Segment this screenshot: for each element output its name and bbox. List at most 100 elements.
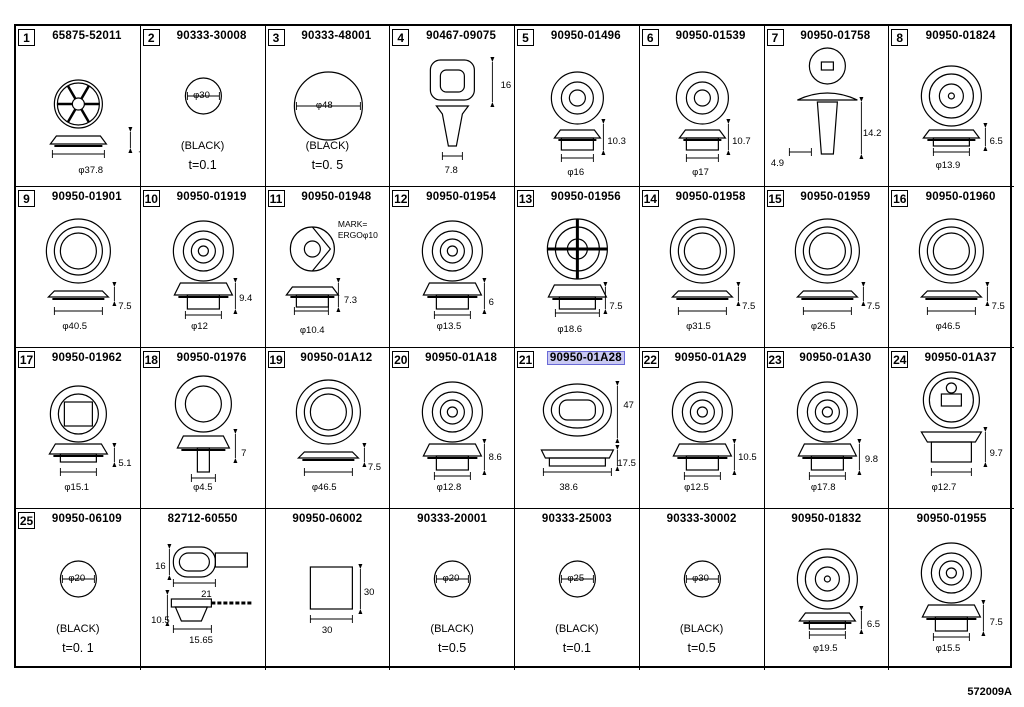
part-number-label: 90950-01901 — [34, 191, 140, 203]
item-number-badge: 22 — [641, 351, 659, 368]
item-number-badge: 8 — [891, 29, 909, 46]
dimension-label: 6.5 — [989, 136, 1003, 147]
part-drawing — [921, 542, 986, 641]
thickness-note: t=0.5 — [438, 641, 467, 655]
part-number-label: 90950-01919 — [159, 191, 265, 203]
item-number-badge: 7 — [766, 29, 784, 46]
dimension-label: φ37.8 — [78, 165, 104, 176]
dimension-label: 9.4 — [239, 293, 253, 304]
part-number[interactable]: 90950-01A28 — [546, 351, 625, 365]
dimension-label: 7.5 — [989, 617, 1003, 628]
part-drawing — [295, 379, 366, 476]
dimension-label: φ19.5 — [812, 643, 838, 654]
dimension-label: 16 — [500, 80, 512, 91]
item-number-badge: 15 — [766, 190, 784, 207]
dimension-label: 7 — [241, 448, 247, 459]
dimension-label: 8.6 — [488, 452, 502, 463]
item-number-badge: 18 — [142, 351, 160, 368]
part-drawing — [174, 375, 238, 482]
part-number-label: 90950-01962 — [34, 352, 140, 364]
color-note: (BLACK) — [180, 140, 225, 152]
item-number-badge: 5 — [517, 29, 534, 46]
item-number-badge: 23 — [766, 351, 784, 368]
item-number-badge: 25 — [18, 512, 35, 529]
dimension-label: 30 — [321, 625, 333, 636]
dimension-label: φ12.7 — [931, 482, 957, 493]
part-number-label: 90950-01832 — [765, 513, 889, 525]
part-cell[interactable]: 90333-20001 φ20(BLACK)t=0.5 — [390, 509, 515, 670]
part-number: 90950-01496 — [550, 30, 621, 42]
part-drawing — [45, 218, 117, 315]
part-number: 90333-25003 — [541, 513, 612, 525]
item-number-badge: 21 — [517, 351, 534, 368]
dimension-label: 7.5 — [367, 462, 382, 473]
diameter-label: φ20 — [442, 573, 460, 584]
part-number: 65875-52011 — [52, 30, 122, 42]
color-note: (BLACK) — [56, 623, 100, 635]
part-number-label: 90950-01955 — [889, 513, 1014, 525]
part-number: 90467-09075 — [426, 30, 497, 42]
part-drawing — [921, 65, 988, 156]
thickness-note: t=0.1 — [188, 158, 217, 172]
part-drawing — [293, 71, 363, 141]
part-number: 90333-20001 — [417, 513, 488, 525]
part-number: 90950-01539 — [675, 30, 746, 42]
part-number: 90950-01A29 — [674, 352, 747, 364]
part-drawing — [48, 385, 117, 476]
part-number-label: 90950-01A30 — [783, 352, 889, 364]
dimension-label: 9.8 — [864, 454, 879, 465]
part-number: 90333-30002 — [666, 513, 737, 525]
part-number: 90333-48001 — [301, 30, 372, 42]
diameter-label: φ20 — [68, 573, 86, 584]
part-drawing — [165, 544, 254, 633]
part-drawing — [675, 71, 731, 162]
dimension-label: φ46.5 — [311, 482, 337, 493]
part-cell[interactable]: 90333-25003 φ25(BLACK)t=0.1 — [515, 509, 640, 670]
part-drawing — [550, 71, 606, 162]
part-number-label: 90950-01758 — [783, 30, 889, 42]
dimension-label: φ12 — [191, 321, 208, 332]
part-number: 90950-01955 — [916, 513, 987, 525]
part-drawing — [788, 47, 863, 159]
mark-note: ERGOφ10 — [337, 230, 378, 240]
part-number: 82712-60550 — [167, 513, 238, 525]
dimension-label: 16 — [155, 561, 166, 572]
dimension-label: 10.3 — [607, 136, 626, 147]
part-number: 90950-01976 — [176, 352, 247, 364]
part-cell[interactable]: 90333-30002 φ30(BLACK)t=0.5 — [640, 509, 765, 670]
part-number-label: 90950-06109 — [34, 513, 140, 525]
item-number-badge: 2 — [142, 29, 160, 46]
part-drawing — [558, 560, 596, 598]
part-drawing — [796, 548, 863, 639]
part-number: 90950-01824 — [925, 30, 996, 42]
